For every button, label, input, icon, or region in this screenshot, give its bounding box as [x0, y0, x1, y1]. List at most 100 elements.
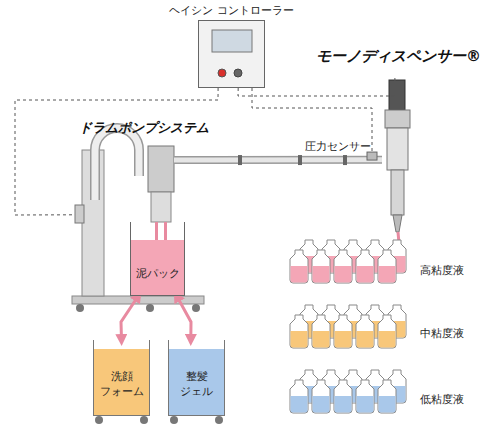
pail: 泥パック [130, 222, 185, 296]
container-outline [378, 315, 396, 348]
hose-outer [210, 156, 382, 164]
hose-clamp [238, 155, 242, 165]
controller-box: ヘイシン コントローラー [198, 20, 265, 88]
wheel [95, 416, 103, 424]
container-liquid [335, 396, 352, 413]
dispenser-body [385, 110, 410, 128]
bucket: 洗顔 フォーム [93, 340, 150, 416]
container-liquid [291, 396, 308, 413]
signal-wire [238, 78, 395, 96]
connector-path [238, 78, 395, 96]
pump-control-box [75, 205, 84, 223]
wheel [140, 416, 148, 424]
container [356, 315, 374, 348]
hose [174, 156, 212, 164]
wheel [215, 416, 223, 424]
container-outline [378, 380, 396, 413]
container-liquid [379, 266, 396, 283]
node-label: モーノディスペンサー® [316, 47, 481, 66]
container [334, 315, 352, 348]
container-liquid [335, 266, 352, 283]
container [290, 315, 308, 348]
dispenser-body [387, 128, 408, 170]
wheel [170, 416, 178, 424]
node-label: ヘイシン コントローラー [169, 3, 294, 18]
pump-motor [148, 146, 174, 192]
signal-wire [15, 88, 218, 215]
container [290, 250, 308, 283]
container-outline [356, 250, 374, 283]
container [356, 380, 374, 413]
container-liquid [313, 396, 330, 413]
row-label: 低粘度液 [420, 392, 464, 407]
row-label: 高粘度液 [420, 263, 464, 278]
container-liquid [357, 396, 374, 413]
node-label: 泥パック [136, 266, 180, 281]
controller-button [218, 69, 226, 77]
sensor-label: 圧力センサー [305, 139, 371, 154]
container-liquid [357, 266, 374, 283]
container [312, 315, 330, 348]
pump-tube [151, 192, 171, 222]
hose [174, 158, 212, 163]
container-liquid [379, 396, 396, 413]
container-outline [334, 315, 352, 348]
exchange-arrow [177, 296, 191, 340]
container [312, 380, 330, 413]
container-liquid [291, 266, 308, 283]
bucket: 整髪 ジェル [168, 340, 225, 416]
container [356, 250, 374, 283]
container [378, 250, 396, 283]
hose-clamp [343, 155, 347, 165]
connector-path [15, 88, 218, 215]
connector-path [177, 296, 191, 340]
wheel [146, 304, 154, 312]
container-liquid [313, 266, 330, 283]
exchange-arrow [121, 296, 138, 340]
container-liquid [357, 331, 374, 348]
container-liquid [313, 331, 330, 348]
container-outline [312, 380, 330, 413]
container [290, 380, 308, 413]
container [378, 380, 396, 413]
container-outline [334, 250, 352, 283]
container-outline [290, 315, 308, 348]
container [312, 250, 330, 283]
pump-arch-hose [95, 128, 139, 200]
node-label: ドラムポンプシステム [79, 119, 209, 137]
wheel [76, 304, 84, 312]
container-outline [334, 380, 352, 413]
node-label: 洗顔 フォーム [98, 370, 146, 399]
container-liquid [335, 331, 352, 348]
controller-screen [212, 30, 252, 52]
container-liquid [379, 331, 396, 348]
row-label: 中粘度液 [420, 326, 464, 341]
container [334, 380, 352, 413]
pressure-sensor [367, 152, 377, 160]
controller-button [234, 69, 242, 77]
drum-pump-system: ドラムポンプシステム泥パック [75, 140, 210, 310]
connector-path [121, 296, 138, 340]
dispenser-motor [389, 80, 405, 110]
container-outline [356, 380, 374, 413]
container [334, 250, 352, 283]
container [378, 315, 396, 348]
hose-inner [210, 157, 382, 162]
container-outline [356, 315, 374, 348]
container-outline [312, 315, 330, 348]
container-outline [378, 250, 396, 283]
container-rows [290, 240, 406, 413]
node-label: 整髪 ジェル [173, 370, 221, 399]
dispenser: モーノディスペンサー® [382, 78, 412, 235]
container-liquid [291, 331, 308, 348]
dispenser-nozzle [393, 215, 402, 232]
pump-arch-hose [95, 128, 139, 200]
controller-panel [198, 20, 265, 88]
container-outline [312, 250, 330, 283]
hose-clamp [298, 155, 302, 165]
dispenser-stator [391, 170, 404, 215]
hose [210, 152, 382, 165]
